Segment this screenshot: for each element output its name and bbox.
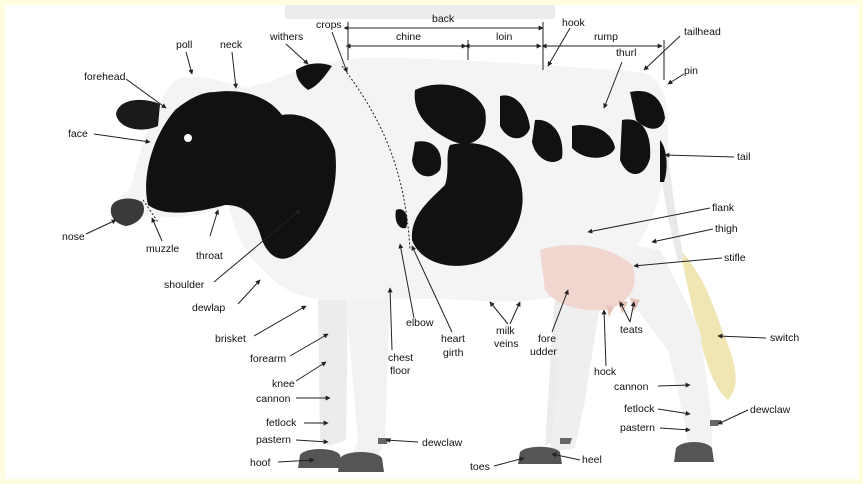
label-nose: nose	[62, 231, 85, 243]
label-pin: pin	[684, 65, 698, 77]
label-poll: poll	[176, 39, 192, 51]
label-toes: toes	[470, 461, 490, 473]
label-shoulder: shoulder	[164, 279, 205, 291]
hoof-hind-mid	[518, 447, 562, 464]
label-girth: girth	[443, 347, 464, 359]
label-neck: neck	[220, 39, 243, 51]
label-hoof: hoof	[250, 457, 271, 469]
label-tail: tail	[737, 151, 750, 163]
label-flank: flank	[712, 202, 735, 214]
label-veins: veins	[494, 338, 519, 350]
label-pastern-front: pastern	[256, 434, 291, 446]
label-dewlap: dewlap	[192, 302, 225, 314]
label-rump: rump	[594, 31, 618, 43]
label-dewclaw-rear: dewclaw	[750, 404, 791, 416]
label-cannon-rear: cannon	[614, 381, 649, 393]
label-muzzle: muzzle	[146, 243, 179, 255]
label-chest: chest	[388, 352, 413, 364]
label-brisket: brisket	[215, 333, 246, 345]
label-milk: milk	[496, 325, 515, 337]
hoof-front-near	[338, 452, 384, 472]
label-fore: fore	[538, 333, 556, 345]
label-knee: knee	[272, 378, 295, 390]
label-dewclaw-front: dewclaw	[422, 437, 463, 449]
label-forearm: forearm	[250, 353, 286, 365]
label-thigh: thigh	[715, 223, 738, 235]
label-switch: switch	[770, 332, 799, 344]
hoof-front-far	[298, 449, 342, 468]
label-back: back	[432, 13, 455, 25]
label-tailhead: tailhead	[684, 26, 721, 38]
label-chine: chine	[396, 31, 421, 43]
label-face: face	[68, 128, 88, 140]
photo-edge-shading	[285, 5, 555, 19]
label-heel: heel	[582, 454, 602, 466]
eye	[184, 134, 192, 142]
label-fetlock-front: fetlock	[266, 417, 297, 429]
label-fetlock-rear: fetlock	[624, 403, 655, 415]
label-cannon-front: cannon	[256, 393, 291, 405]
label-loin: loin	[496, 31, 513, 43]
label-teats: teats	[620, 324, 643, 336]
label-throat: throat	[196, 250, 223, 262]
label-udder: udder	[530, 346, 557, 358]
label-thurl: thurl	[616, 47, 636, 59]
label-pastern-rear: pastern	[620, 422, 655, 434]
label-stifle: stifle	[724, 252, 746, 264]
label-hook: hook	[562, 17, 586, 29]
label-hock: hock	[594, 366, 617, 378]
far-front-leg	[318, 300, 348, 446]
label-heart: heart	[441, 333, 465, 345]
label-floor: floor	[390, 365, 411, 377]
label-withers: withers	[269, 31, 303, 43]
hoof-hind-near	[674, 442, 714, 462]
label-elbow: elbow	[406, 317, 434, 329]
label-crops: crops	[316, 19, 342, 31]
label-forehead: forehead	[84, 71, 126, 83]
